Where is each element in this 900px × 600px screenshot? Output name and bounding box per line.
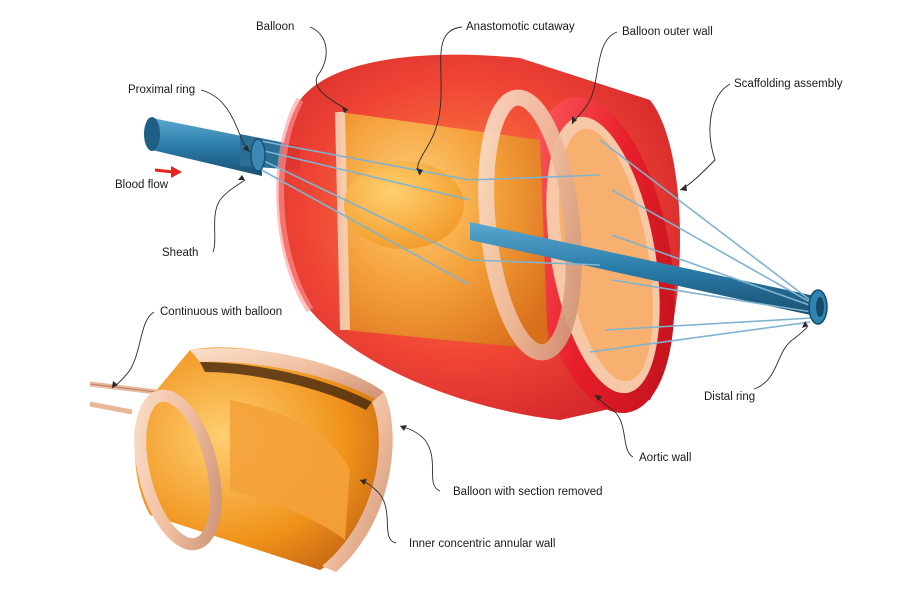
- label-sheath: Sheath: [162, 246, 198, 260]
- label-aortic-wall: Aortic wall: [639, 451, 691, 465]
- label-proximal-ring: Proximal ring: [128, 83, 195, 97]
- label-scaffolding-assembly: Scaffolding assembly: [734, 77, 842, 91]
- blood-flow-arrow: [155, 166, 182, 178]
- label-balloon: Balloon: [256, 20, 294, 34]
- label-inner-concentric-annular-wall: Inner concentric annular wall: [409, 537, 555, 551]
- balloon-section-removed: [90, 347, 393, 572]
- label-balloon-with-section-removed: Balloon with section removed: [453, 485, 603, 499]
- label-continuous-with-balloon: Continuous with balloon: [160, 305, 282, 319]
- label-blood-flow: Blood flow: [115, 178, 168, 192]
- distal-ring: [809, 290, 827, 324]
- label-anastomotic-cutaway: Anastomotic cutaway: [466, 20, 575, 34]
- label-balloon-outer-wall: Balloon outer wall: [622, 25, 713, 39]
- label-distal-ring: Distal ring: [704, 390, 755, 404]
- proximal-ring: [251, 139, 265, 171]
